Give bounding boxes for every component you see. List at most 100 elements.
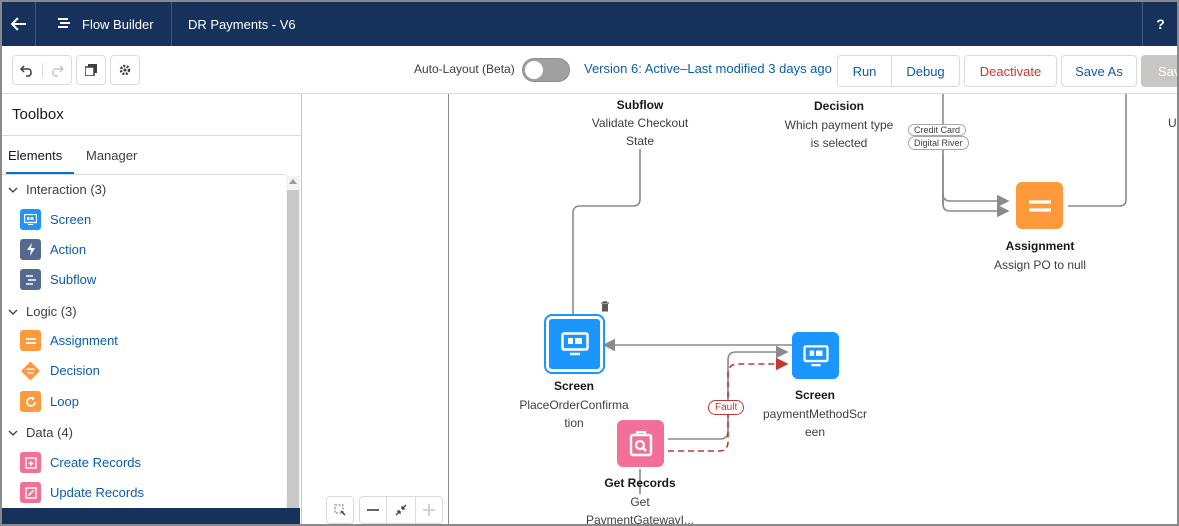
elements-list: Interaction (3) Screen Action Subflow bbox=[2, 176, 286, 524]
assignment-icon bbox=[20, 330, 41, 351]
select-elements-button[interactable] bbox=[326, 496, 354, 524]
decision-node-title: Decision bbox=[813, 99, 864, 113]
divider bbox=[2, 135, 302, 136]
desc-line: Validate Checkout bbox=[591, 116, 689, 130]
element-action[interactable]: Action bbox=[20, 239, 86, 260]
element-label: Decision bbox=[50, 363, 100, 378]
screen2-node-title: Screen bbox=[794, 388, 836, 402]
chevron-down-icon bbox=[8, 187, 18, 193]
flow-canvas[interactable]: Subflow Validate Checkout State Decision… bbox=[302, 94, 1177, 526]
screen-icon bbox=[560, 332, 589, 356]
save-button[interactable]: Sav bbox=[1141, 55, 1177, 87]
element-label: Create Records bbox=[50, 455, 142, 470]
top-nav: Flow Builder DR Payments - V6 ? bbox=[2, 2, 1177, 46]
scroll-up-icon[interactable] bbox=[289, 179, 297, 184]
gear-icon bbox=[119, 64, 131, 76]
settings-button[interactable] bbox=[110, 55, 140, 85]
getrecords-node-title: Get Records bbox=[604, 476, 676, 490]
undo-redo-group bbox=[12, 55, 72, 85]
loop-icon bbox=[20, 391, 41, 412]
debug-button[interactable]: Debug bbox=[891, 55, 960, 87]
subflow-node-desc: Validate Checkout State bbox=[570, 114, 710, 150]
section-data[interactable]: Data (4) bbox=[8, 425, 73, 440]
subflow-icon bbox=[20, 269, 41, 290]
plus-icon bbox=[423, 504, 435, 516]
desc-line: PaymentGatewayI... bbox=[585, 513, 695, 526]
screen1-node-desc: PlaceOrderConfirma tion bbox=[499, 396, 649, 432]
divider bbox=[2, 174, 286, 175]
element-create-records[interactable]: Create Records bbox=[20, 452, 141, 473]
desc-line: Get bbox=[630, 495, 650, 509]
section-label: Logic (3) bbox=[26, 304, 77, 319]
connectors bbox=[572, 94, 1127, 494]
toolbox-panel: Toolbox Elements Manager Interaction (3)… bbox=[2, 94, 302, 524]
desc-line: een bbox=[804, 425, 826, 439]
screen-node-payment-method[interactable] bbox=[792, 332, 839, 379]
copy-icon bbox=[85, 64, 97, 76]
desc-line: PlaceOrderConfirma bbox=[519, 398, 629, 412]
active-tab-indicator bbox=[6, 172, 74, 175]
version-status: Version 6: Active–Last modified 3 days a… bbox=[584, 61, 832, 76]
back-arrow-icon bbox=[10, 17, 26, 31]
scroll-thumb[interactable] bbox=[287, 190, 299, 524]
getrecords-node-desc: Get PaymentGatewayI... bbox=[560, 493, 720, 526]
contract-icon bbox=[395, 504, 407, 516]
element-update-records[interactable]: Update Records bbox=[20, 482, 144, 503]
section-label: Interaction (3) bbox=[26, 182, 107, 197]
lightning-icon bbox=[20, 239, 41, 260]
element-label: Action bbox=[50, 242, 87, 257]
chevron-down-icon bbox=[8, 309, 18, 315]
section-logic[interactable]: Logic (3) bbox=[8, 304, 77, 319]
zoom-in-button[interactable] bbox=[415, 496, 443, 524]
run-button[interactable]: Run bbox=[837, 55, 892, 87]
help-button[interactable]: ? bbox=[1142, 2, 1177, 46]
autolayout-toggle[interactable] bbox=[522, 58, 570, 82]
outcome-pill-credit-card[interactable]: Credit Card bbox=[908, 124, 967, 136]
element-label: Screen bbox=[50, 212, 92, 227]
create-records-icon bbox=[20, 452, 41, 473]
desc-line: Which payment type bbox=[784, 118, 894, 132]
toolbox-scrollbar[interactable] bbox=[286, 176, 300, 524]
redo-icon bbox=[52, 65, 64, 77]
help-label: ? bbox=[1156, 16, 1165, 32]
element-subflow[interactable]: Subflow bbox=[20, 269, 96, 290]
tab-elements[interactable]: Elements bbox=[8, 148, 63, 163]
trash-icon[interactable] bbox=[600, 301, 610, 312]
element-label: Loop bbox=[50, 394, 79, 409]
decision-icon bbox=[20, 360, 41, 381]
undo-button[interactable] bbox=[13, 63, 42, 77]
screen-node-place-order[interactable] bbox=[546, 316, 603, 372]
screen1-node-title: Screen bbox=[553, 379, 595, 393]
assignment-node[interactable] bbox=[1016, 182, 1063, 229]
element-label: Update Records bbox=[50, 485, 144, 500]
desc-line: tion bbox=[564, 416, 584, 430]
zoom-out-button[interactable] bbox=[359, 496, 387, 524]
section-interaction[interactable]: Interaction (3) bbox=[8, 182, 106, 197]
flow-name: DR Payments - V6 bbox=[188, 16, 296, 32]
update-records-icon bbox=[20, 482, 41, 503]
back-button[interactable] bbox=[2, 2, 36, 46]
fit-view-button[interactable] bbox=[386, 496, 416, 524]
marquee-select-icon bbox=[334, 504, 346, 516]
save-as-button[interactable]: Save As bbox=[1061, 55, 1137, 87]
copy-button[interactable] bbox=[76, 55, 106, 85]
toolbox-title: Toolbox bbox=[12, 106, 64, 123]
element-screen[interactable]: Screen bbox=[20, 209, 91, 230]
canvas-divider bbox=[448, 94, 449, 524]
fault-connector-label[interactable]: Fault bbox=[708, 400, 745, 415]
app-title: Flow Builder bbox=[36, 2, 172, 46]
redo-button[interactable] bbox=[41, 63, 71, 77]
element-loop[interactable]: Loop bbox=[20, 391, 79, 412]
get-records-node[interactable] bbox=[617, 420, 664, 467]
get-records-icon bbox=[629, 430, 652, 456]
element-assignment[interactable]: Assignment bbox=[20, 330, 118, 351]
clipped-node-text: U bbox=[1168, 116, 1177, 130]
deactivate-button[interactable]: Deactivate bbox=[964, 55, 1057, 87]
element-label: Assignment bbox=[50, 333, 118, 348]
tab-manager[interactable]: Manager bbox=[86, 148, 138, 163]
element-decision[interactable]: Decision bbox=[20, 360, 100, 381]
flow-icon bbox=[58, 18, 70, 28]
outcome-pill-digital-river[interactable]: Digital River bbox=[908, 136, 969, 150]
assignment-icon bbox=[1028, 199, 1051, 212]
